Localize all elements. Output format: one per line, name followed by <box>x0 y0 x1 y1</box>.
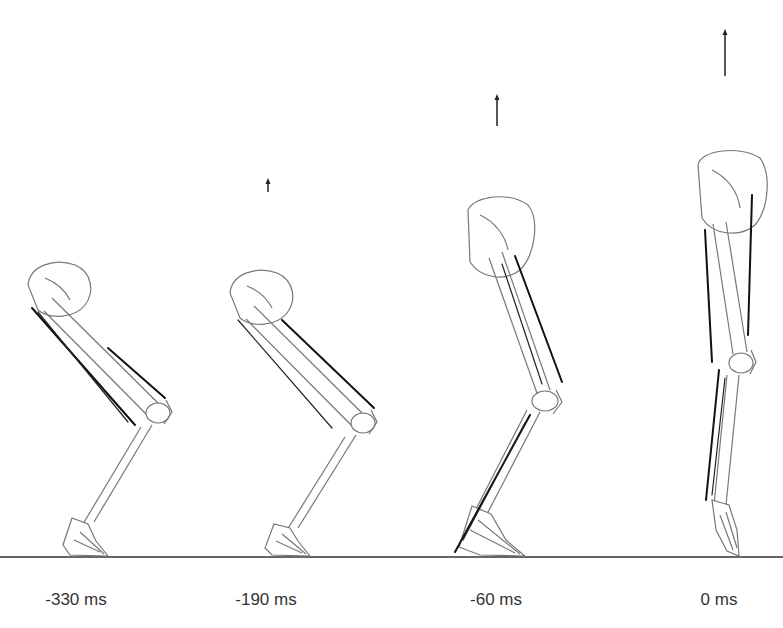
femur <box>254 306 362 413</box>
muscle-line <box>38 312 128 422</box>
muscle-line <box>706 370 719 500</box>
foot <box>459 506 525 556</box>
time-label: -60 ms <box>470 590 522 610</box>
force-arrow <box>495 94 500 126</box>
tibia <box>287 437 345 530</box>
leg-skeleton <box>28 262 172 556</box>
arrow-head <box>723 29 728 35</box>
force-arrow <box>723 29 728 76</box>
leg-skeleton <box>455 197 562 556</box>
leg-skeleton <box>230 270 377 556</box>
femur <box>502 252 550 390</box>
patella <box>369 410 377 434</box>
pelvis <box>28 262 91 316</box>
pelvis <box>698 151 767 234</box>
knee-joint <box>729 353 753 373</box>
muscle-line <box>32 308 135 425</box>
arrow-head <box>495 94 500 100</box>
knee-joint <box>532 391 558 411</box>
time-label: -190 ms <box>235 590 296 610</box>
muscle-line <box>455 415 530 552</box>
femur <box>489 258 538 396</box>
foot-bones <box>74 532 104 554</box>
muscle-line <box>282 320 374 408</box>
femur <box>52 298 158 403</box>
muscle-line <box>238 320 332 428</box>
pelvis-detail <box>480 215 508 250</box>
time-label: 0 ms <box>701 590 738 610</box>
arrow-shaft <box>724 32 726 76</box>
muscle-line <box>515 256 562 382</box>
foot <box>712 500 739 556</box>
arrow-shaft <box>496 97 498 126</box>
foot-bones <box>276 534 306 554</box>
pelvis-detail <box>712 170 740 208</box>
pelvis <box>230 270 293 324</box>
muscle-line <box>108 348 165 398</box>
foot-bones <box>470 520 520 554</box>
foot <box>63 518 108 556</box>
time-label: -330 ms <box>45 590 106 610</box>
femur <box>713 224 733 354</box>
foot <box>265 524 310 556</box>
femur <box>44 311 150 418</box>
patella <box>750 350 756 374</box>
muscle-line <box>502 264 542 384</box>
arrow-head <box>266 178 271 184</box>
tibia <box>475 410 527 511</box>
tibia <box>83 427 141 524</box>
muscle-line <box>705 230 712 362</box>
muscle-line <box>748 195 752 335</box>
tibia <box>726 375 739 505</box>
pelvis-detail <box>45 278 70 300</box>
foot-bones <box>720 512 737 550</box>
patella <box>164 400 172 424</box>
muscle-line <box>712 378 725 495</box>
pelvis <box>468 197 535 277</box>
tibia <box>94 425 152 522</box>
tibia <box>298 435 356 528</box>
pelvis-detail <box>247 286 272 308</box>
leg-skeleton <box>698 151 767 556</box>
patella <box>553 390 562 414</box>
muscle-line <box>463 423 525 540</box>
ground-line <box>0 556 783 558</box>
force-arrow <box>266 178 271 192</box>
tibia <box>487 412 540 514</box>
